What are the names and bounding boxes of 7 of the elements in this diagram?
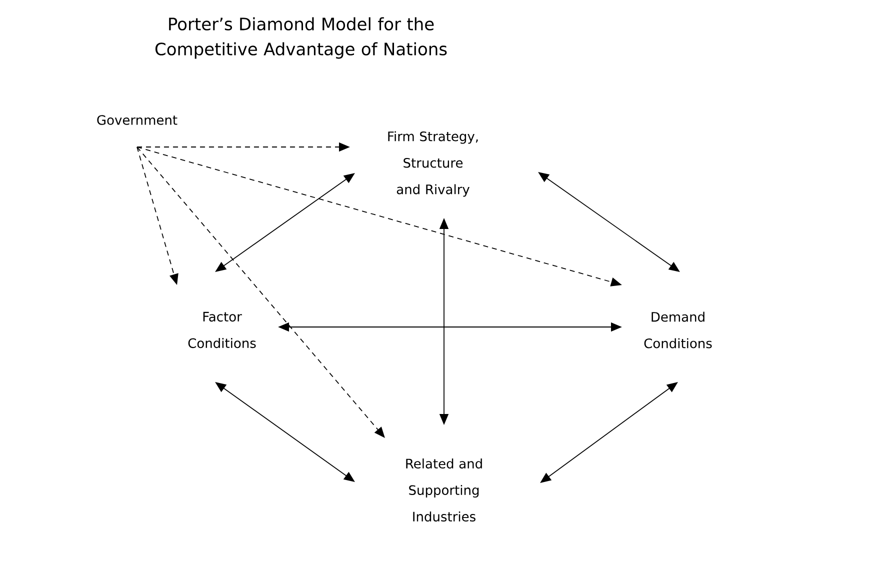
title: Porter’s Diamond Model for the Competitive Advantage of Nations <box>155 17 447 59</box>
node-label: Demand Conditions <box>644 312 712 348</box>
node-label: Factor Conditions <box>188 312 256 348</box>
node-label: Government <box>97 115 178 125</box>
dashed-arrow <box>136 146 385 438</box>
node-label: Related and Supporting Industries <box>406 458 482 522</box>
node-label: Firm Strategy, Structure and Rivalry <box>388 131 478 197</box>
